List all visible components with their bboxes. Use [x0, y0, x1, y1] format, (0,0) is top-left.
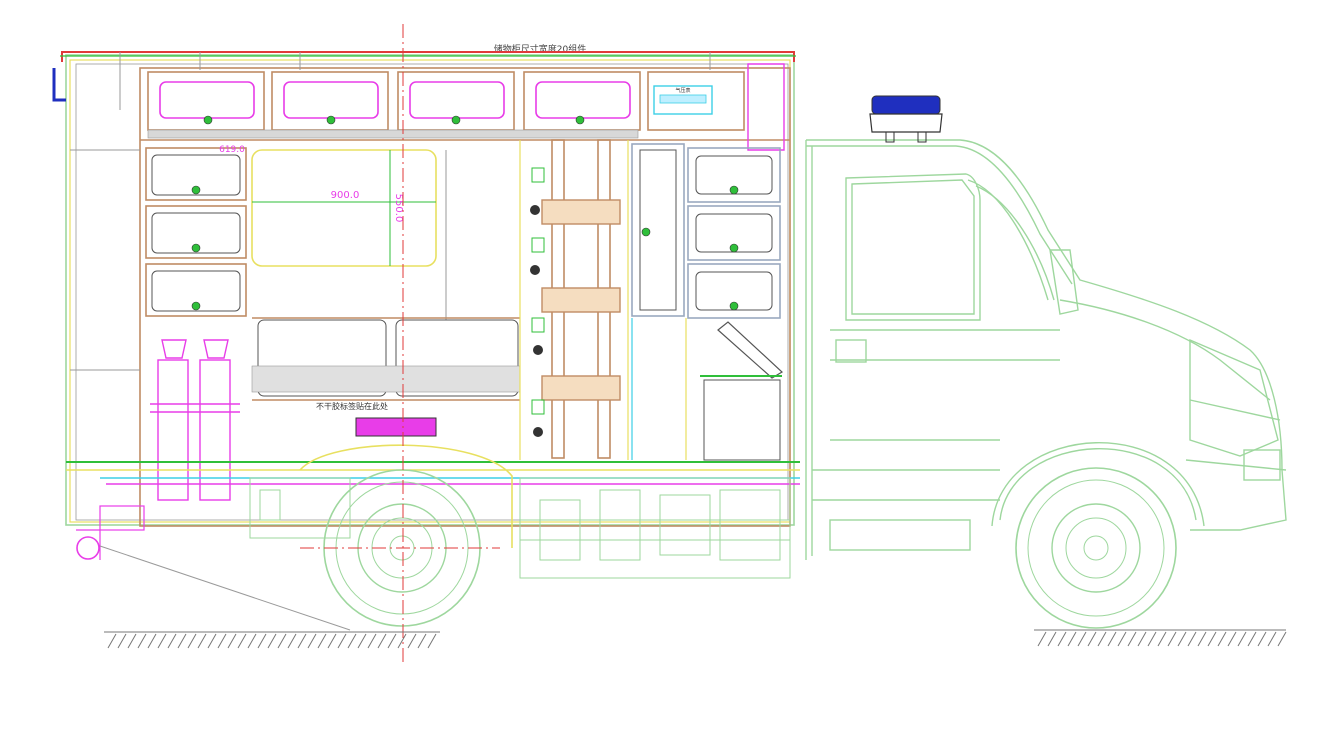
rear-step: [76, 505, 351, 631]
floor-lines: [66, 461, 800, 485]
roof-beacon: [869, 95, 943, 143]
ladder-rack: [519, 139, 629, 460]
air-duct: [747, 63, 785, 151]
body-shell: [52, 51, 796, 527]
pump-unit: [355, 417, 437, 437]
top-note-text: 储物柜尺寸宽度20组件: [494, 43, 586, 55]
rear-wheel-arch: [299, 444, 513, 548]
tall-locker: [631, 143, 687, 460]
chassis-components: [249, 477, 791, 579]
fold-down-tray: [700, 321, 783, 461]
left-drawer-column: [145, 147, 247, 317]
right-drawer-column: [687, 147, 781, 319]
cab: [805, 139, 1287, 560]
dim-height-label: 550.0: [393, 194, 404, 223]
open-compartment: [251, 149, 520, 320]
front-wheel: [1015, 467, 1177, 629]
gas-cylinders: [150, 339, 240, 501]
ground-rear: [104, 631, 440, 649]
dim-small-label: 619.0: [219, 145, 245, 155]
panel-label: 气压表: [675, 87, 690, 94]
top-cabinet-row: [140, 71, 790, 141]
rack-fittings: [530, 167, 545, 437]
dim-width-label: 900.0: [331, 190, 360, 201]
mid-note-text: 不干胶标签贴在此处: [316, 401, 388, 411]
lower-center-boxes: [251, 319, 521, 401]
ground-front: [1034, 629, 1287, 647]
control-panel: 气压表: [653, 85, 713, 115]
